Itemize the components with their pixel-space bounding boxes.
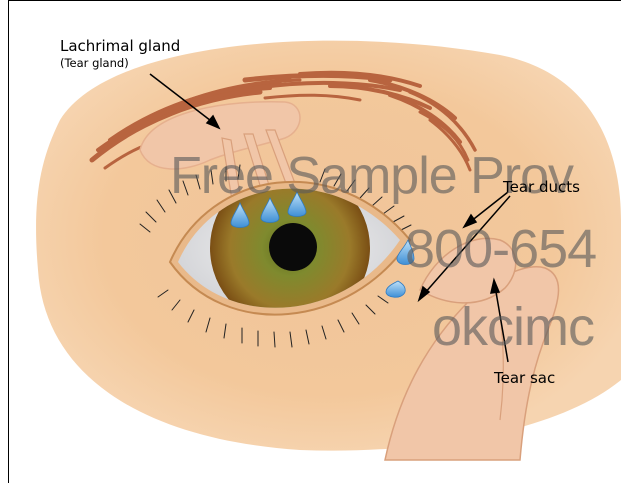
label-tear-sac: Tear sac bbox=[494, 369, 555, 387]
pupil bbox=[269, 223, 317, 271]
watermark-line-1: Free Sample Prov bbox=[170, 146, 573, 206]
watermark-line-3: okcimc bbox=[432, 296, 594, 358]
watermark-line-2: 800-654 bbox=[405, 218, 596, 280]
label-lachrimal-gland: Lachrimal gland bbox=[60, 37, 180, 55]
label-tear-gland: (Tear gland) bbox=[60, 56, 129, 70]
label-tear-ducts: Tear ducts bbox=[503, 178, 580, 196]
